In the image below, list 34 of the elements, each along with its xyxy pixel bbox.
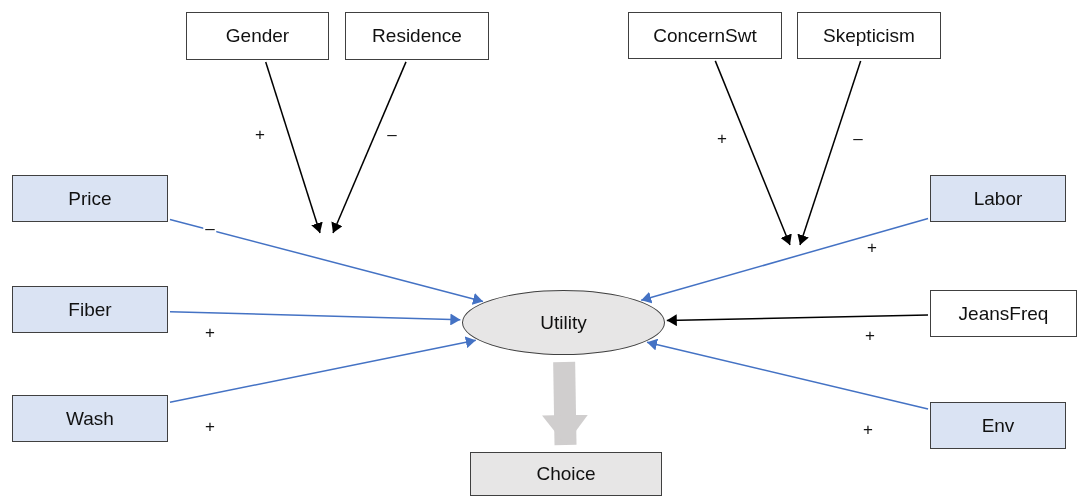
process-box [797,12,941,59]
arrow [714,60,792,246]
arrow [169,218,484,305]
process-box [930,290,1077,337]
node-label: Labor [973,187,1023,210]
process-box [12,286,168,333]
arrow [666,314,929,327]
node-label: Choice [536,463,596,485]
node-label: Fiber [68,298,112,321]
process-box [470,452,662,496]
node-label: JeansFreq [958,302,1049,325]
process-box [12,175,168,222]
process-box [930,175,1066,222]
node-label: Utility [540,311,587,334]
block-arrow [542,361,588,446]
node-label: Wash [66,407,114,430]
arrow [169,310,462,326]
process-box [930,402,1066,449]
process-box [628,12,782,59]
process-box [345,12,489,60]
arrow [331,61,407,234]
node-label: ConcernSwt [653,24,757,47]
node-label: Env [981,414,1015,437]
arrow [646,338,929,410]
arrow [797,60,862,246]
node-label: Price [68,187,112,210]
arrow [264,61,323,234]
process-box [12,395,168,442]
node-label: Skepticism [823,24,915,47]
node-label: Gender [225,25,290,47]
arrow [640,217,929,304]
arrow [169,336,477,404]
process-box [186,12,329,60]
node-label: Residence [372,25,462,47]
